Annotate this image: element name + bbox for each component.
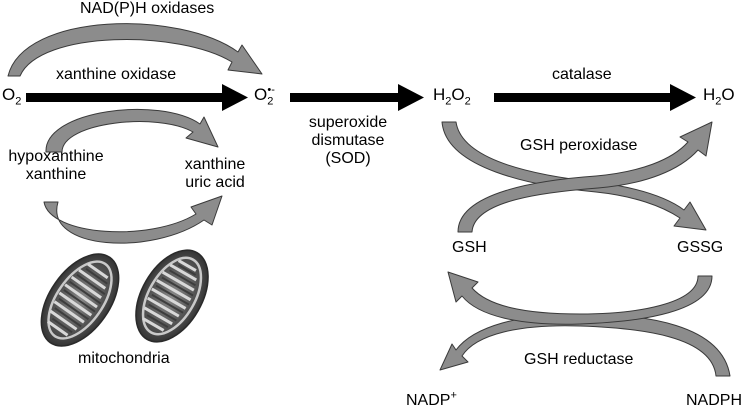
curved-arrow-nadph-to-nadp xyxy=(439,313,731,377)
h2o-label: H2O xyxy=(703,85,735,108)
sod-line-3: (SOD) xyxy=(325,150,371,167)
nadph-oxidases-label: NAD(P)H oxidases xyxy=(80,0,215,17)
curved-arrow-xanthine-lower xyxy=(43,195,223,244)
nadp-label: NADP+ xyxy=(406,389,457,409)
nadph-label: NADPH xyxy=(686,392,743,409)
mitochondrion-right xyxy=(135,249,209,343)
mitochondria-label: mitochondria xyxy=(78,350,170,367)
mitochondrion-left xyxy=(40,253,120,347)
gsh-label: GSH xyxy=(452,239,487,256)
substrates-right-label: xanthine uric acid xyxy=(170,156,260,192)
main-arrow-superoxide-to-h2o2 xyxy=(290,84,424,111)
substrate-xanthine-left: xanthine xyxy=(25,166,87,183)
mitochondria-illustration xyxy=(40,249,209,347)
o2-label: O2 xyxy=(2,85,22,108)
gsh-peroxidase-label: GSH peroxidase xyxy=(520,137,638,154)
curved-arrow-nadph-oxidases xyxy=(7,23,263,77)
catalase-label: catalase xyxy=(552,66,612,83)
gssg-label: GSSG xyxy=(677,239,724,256)
sod-label: superoxide dismutase (SOD) xyxy=(300,114,396,168)
substrate-hypoxanthine: hypoxanthine xyxy=(8,148,104,165)
xanthine-oxidase-label: xanthine oxidase xyxy=(56,66,177,83)
main-arrow-h2o2-to-h2o xyxy=(494,84,696,111)
superoxide-label: O2•- xyxy=(254,84,275,108)
curved-arrow-xanthine-upper xyxy=(45,108,219,153)
gsh-reductase-label: GSH reductase xyxy=(524,351,634,368)
sod-line-1: superoxide xyxy=(308,114,388,131)
main-arrow-o2-to-superoxide xyxy=(26,84,248,111)
substrate-xanthine-right: xanthine xyxy=(184,156,246,173)
substrates-left-label: hypoxanthine xanthine xyxy=(0,148,112,184)
curved-arrow-gsh-to-h2o xyxy=(457,121,713,233)
h2o2-label: H2O2 xyxy=(433,85,471,108)
substrate-uric-acid: uric acid xyxy=(185,174,245,191)
curved-arrow-h2o2-to-gssg xyxy=(441,121,707,231)
sod-line-2: dismutase xyxy=(311,132,385,149)
curved-arrow-gssg-to-gsh xyxy=(447,271,713,325)
